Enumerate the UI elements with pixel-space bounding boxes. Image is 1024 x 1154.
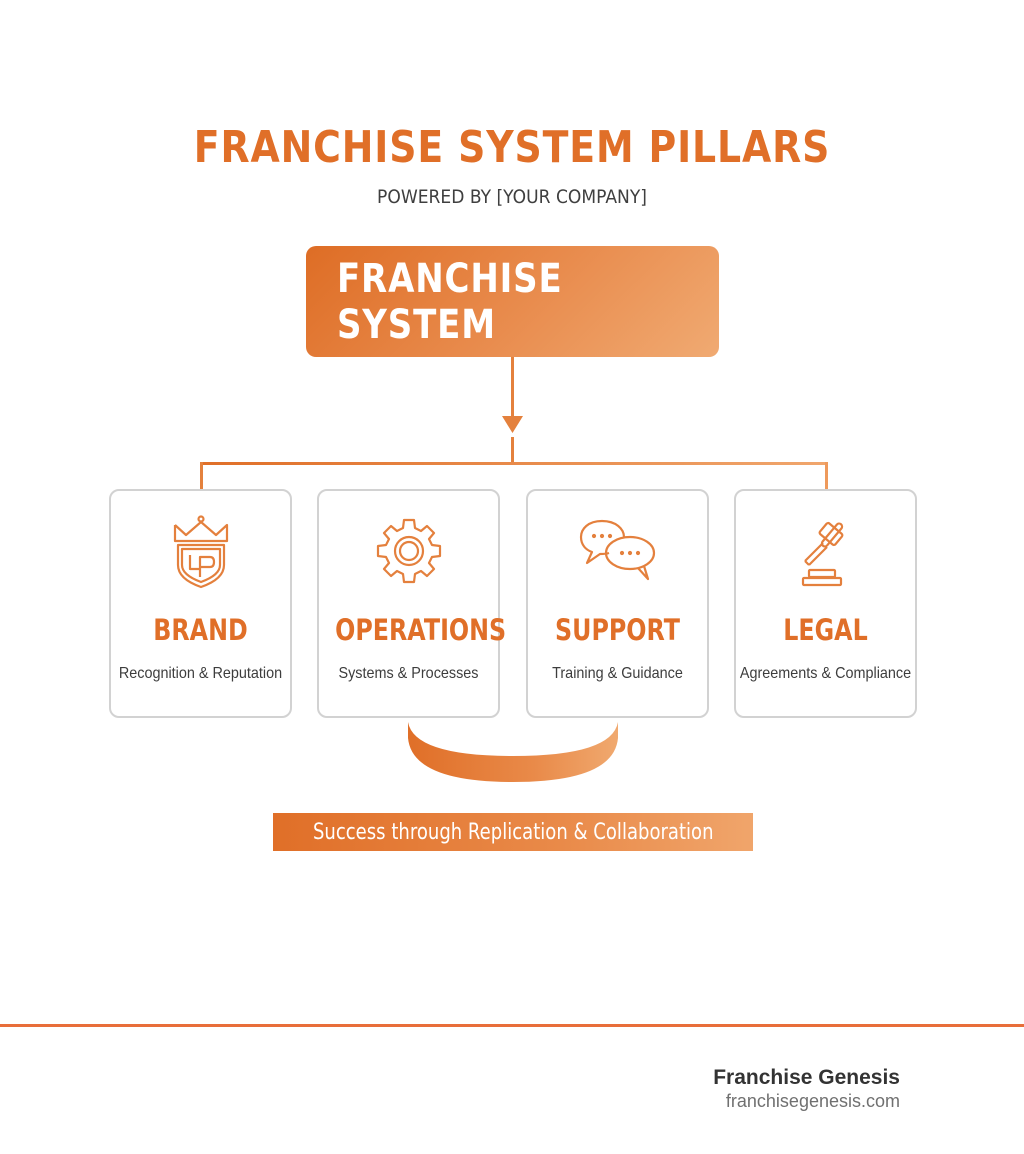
- pillar-name: LEGAL: [783, 613, 868, 647]
- gavel-icon: [801, 521, 843, 587]
- connector-vertical-lower: [511, 437, 514, 464]
- connector-horizontal: [200, 462, 828, 465]
- tagline-text: Success through Replication & Collaborat…: [312, 819, 714, 845]
- footer-url[interactable]: franchisegenesis.com: [725, 1091, 900, 1111]
- connector-right-drop: [825, 462, 828, 490]
- connector-left-drop: [200, 462, 203, 490]
- crown-shield-icon: [173, 515, 228, 589]
- pillar-description: Recognition & Reputation: [118, 665, 283, 682]
- connector-vertical: [511, 357, 514, 417]
- pillar-name: SUPPORT: [555, 613, 680, 647]
- arrow-down-icon: [502, 416, 523, 433]
- foundation-base-shape: [408, 722, 618, 782]
- pillar-card-legal: LEGAL Agreements & Compliance: [734, 489, 917, 718]
- page-title: FRANCHISE SYSTEM PILLARS: [193, 122, 831, 173]
- page-subtitle: POWERED BY [YOUR COMPANY]: [377, 186, 647, 208]
- footer-brand: Franchise Genesis: [713, 1066, 900, 1089]
- pillar-name: OPERATIONS: [335, 613, 507, 647]
- pillar-description: Training & Guidance: [552, 665, 683, 682]
- footer-divider: [0, 1024, 1024, 1027]
- hub-box: FRANCHISE SYSTEM: [306, 246, 719, 357]
- pillar-card-support: SUPPORT Training & Guidance: [526, 489, 709, 718]
- tagline-banner: Success through Replication & Collaborat…: [273, 813, 753, 851]
- chat-bubbles-icon: [579, 519, 655, 581]
- pillar-description: Agreements & Compliance: [739, 665, 912, 682]
- hub-label: FRANCHISE SYSTEM: [336, 255, 563, 348]
- pillar-description: Systems & Processes: [338, 665, 479, 682]
- gear-icon: [376, 518, 441, 584]
- pillar-card-operations: OPERATIONS Systems & Processes: [317, 489, 507, 718]
- pillar-card-brand: BRAND Recognition & Reputation: [109, 489, 292, 718]
- pillar-name: BRAND: [153, 613, 248, 647]
